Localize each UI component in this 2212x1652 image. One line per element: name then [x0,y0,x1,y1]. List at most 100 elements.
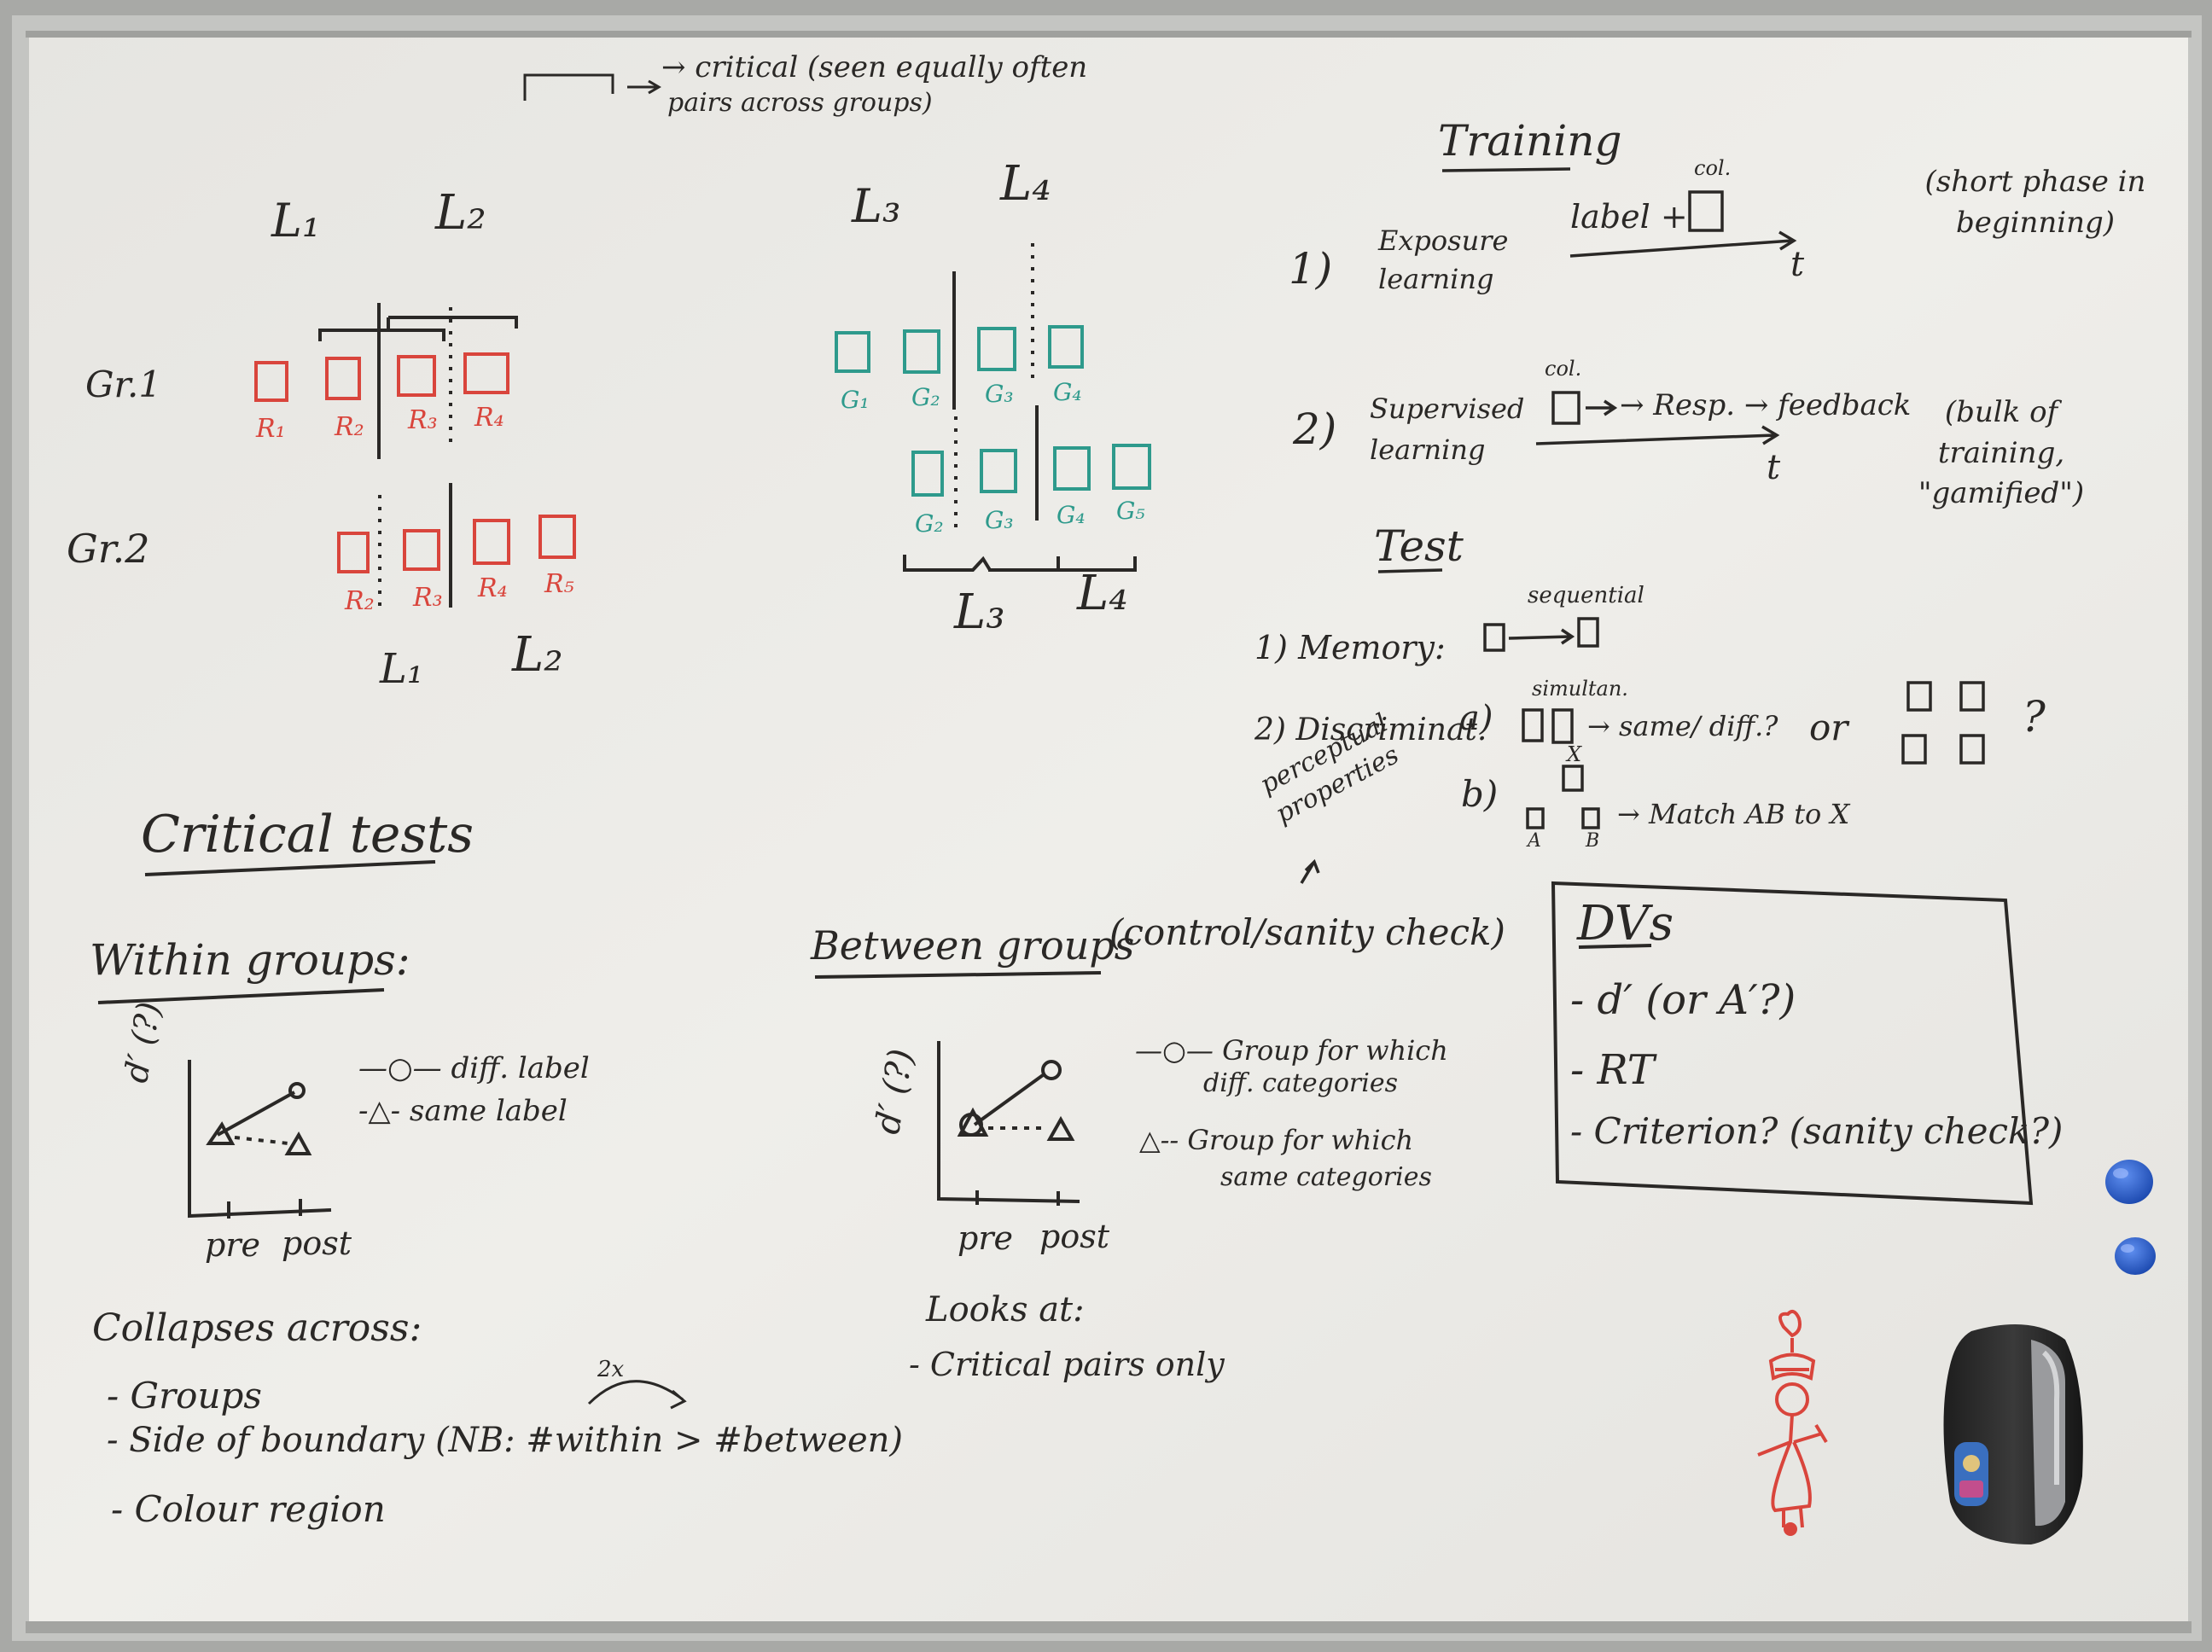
dvs-item: - Criterion? (sanity check?) [1570,1110,2064,1152]
heading-underlines [97,860,1102,1004]
red-label: R₂ [345,586,375,616]
test-memory: 1) Memory: [1254,629,1446,666]
training-item1-num: 1) [1289,244,1333,294]
training-item1-flow: label + [1570,198,1688,236]
within-groups-heading: Within groups: [90,935,410,985]
left-diagram-lines [318,303,518,608]
teal-label: G₂ [915,509,944,538]
looks-at-item: - Critical pairs only [909,1346,1225,1383]
between-x-pre: pre [958,1219,1013,1257]
test-a-note: simultan. [1532,677,1628,701]
group-label-gr1: Gr.1 [85,364,162,405]
blue-magnet-icon [2115,1237,2156,1275]
between-legend: —○— Group for which [1135,1034,1448,1067]
red-label: R₅ [544,569,574,599]
between-groups-heading: Between groups [811,922,1135,969]
test-b-x: X [1567,742,1582,766]
whiteboard-eraser-icon [1943,1324,2083,1544]
test-b-label: b) [1461,773,1499,815]
test-discrim: 2) Discriminat. [1254,713,1487,747]
top-note-line2: pairs across groups) [667,88,933,118]
collapses-item: - Side of boundary (NB: #within > #betwe… [107,1421,904,1460]
red-label: R₂ [335,412,364,442]
test-b-a: A [1528,830,1541,852]
label-l4-top: L₄ [1000,156,1051,212]
teal-label: G₄ [1053,378,1082,406]
within-legend: —○— diff. label [358,1051,590,1085]
training-item1-col: col. [1694,156,1732,180]
board-surface [29,36,2188,1630]
red-label: R₄ [474,403,504,433]
between-groups-note: (control/sanity check) [1109,911,1505,953]
teal-squares-row1 [835,325,1084,374]
looks-at-heading: Looks at: [926,1290,1085,1329]
test-heading: Test [1374,521,1464,571]
dvs-box [1551,881,2034,1206]
collapses-item: - Groups [107,1375,262,1416]
two-x-label: 2x [597,1357,625,1382]
label-l3-bottom: L₃ [954,585,1005,640]
test-or: or [1809,707,1848,748]
between-groups-chart [937,1041,1080,1206]
red-squares-row2 [337,515,576,573]
between-legend: △-- Group for which [1139,1124,1414,1156]
critical-tests-heading: Critical tests [141,805,474,864]
training-item1-note: (short phase in beginning) [1924,165,2146,240]
training-item2-flow: → Resp. → feedback [1620,388,1912,422]
red-label: R₄ [478,573,508,603]
training-item2-num: 2) [1293,404,1337,454]
within-legend: -△- same label [358,1094,568,1128]
collapses-item: - Colour region [111,1488,386,1530]
red-label: R₁ [256,414,286,444]
training-item2-t: t [1767,448,1781,487]
teal-label: G₂ [911,383,940,411]
test-lines [1300,568,1985,884]
training-item2-col: col. [1545,357,1582,381]
test-memory-note: sequential [1528,583,1644,608]
middle-diagram-lines [903,271,1137,572]
test-a-result: → same/ diff.? [1587,710,1778,742]
group-label-gr2: Gr.2 [67,526,150,572]
training-heading: Training [1438,116,1622,166]
between-legend: same categories [1220,1162,1432,1192]
test-question: ? [2023,692,2046,742]
test-b-result: → Match AB to X [1617,798,1850,830]
two-x-arrow [587,1380,687,1410]
label-l1-top: L₁ [271,194,321,247]
training-item2-name: Supervised learning [1370,393,1525,466]
red-squares-row1 [254,352,509,402]
red-label: R₃ [408,405,438,435]
between-legend: diff. categories [1203,1068,1398,1098]
teal-label: G₃ [985,506,1014,534]
label-l2-top: L₂ [435,185,486,241]
teal-label: G₅ [1116,497,1145,525]
training-item1-name: Exposure learning [1378,224,1509,295]
teal-label: G₄ [1057,501,1086,529]
training-lines [1441,167,1797,445]
test-b-b: B [1586,830,1600,852]
within-x-post: post [282,1224,352,1262]
training-item1-t: t [1790,245,1805,284]
teal-label: G₃ [985,380,1014,408]
dvs-item: - RT [1570,1046,1655,1094]
collapses-heading: Collapses across: [92,1306,422,1350]
top-note-bracket [523,73,661,101]
dvs-item: - d′ (or A′?) [1570,976,1796,1024]
between-x-post: post [1039,1218,1109,1255]
test-a-label: a) [1459,699,1493,738]
training-item2-note: (bulk of training, "gamified") [1918,395,2085,511]
within-x-pre: pre [205,1226,260,1264]
dvs-title: DVs [1577,896,1674,951]
red-label: R₃ [413,583,443,613]
top-note-line1: → critical (seen equally often [661,50,1088,84]
within-groups-chart [188,1060,332,1219]
label-l2-bottom: L₂ [512,627,563,683]
label-l3-top: L₃ [852,179,901,233]
teal-squares-row2 [911,444,1151,497]
teal-label: G₁ [841,386,870,414]
label-l1-bottom: L₁ [380,645,424,693]
blue-magnet-icon [2105,1160,2153,1204]
stick-figure-doodle [1757,1309,1828,1536]
label-l4-bottom: L₄ [1077,566,1128,621]
